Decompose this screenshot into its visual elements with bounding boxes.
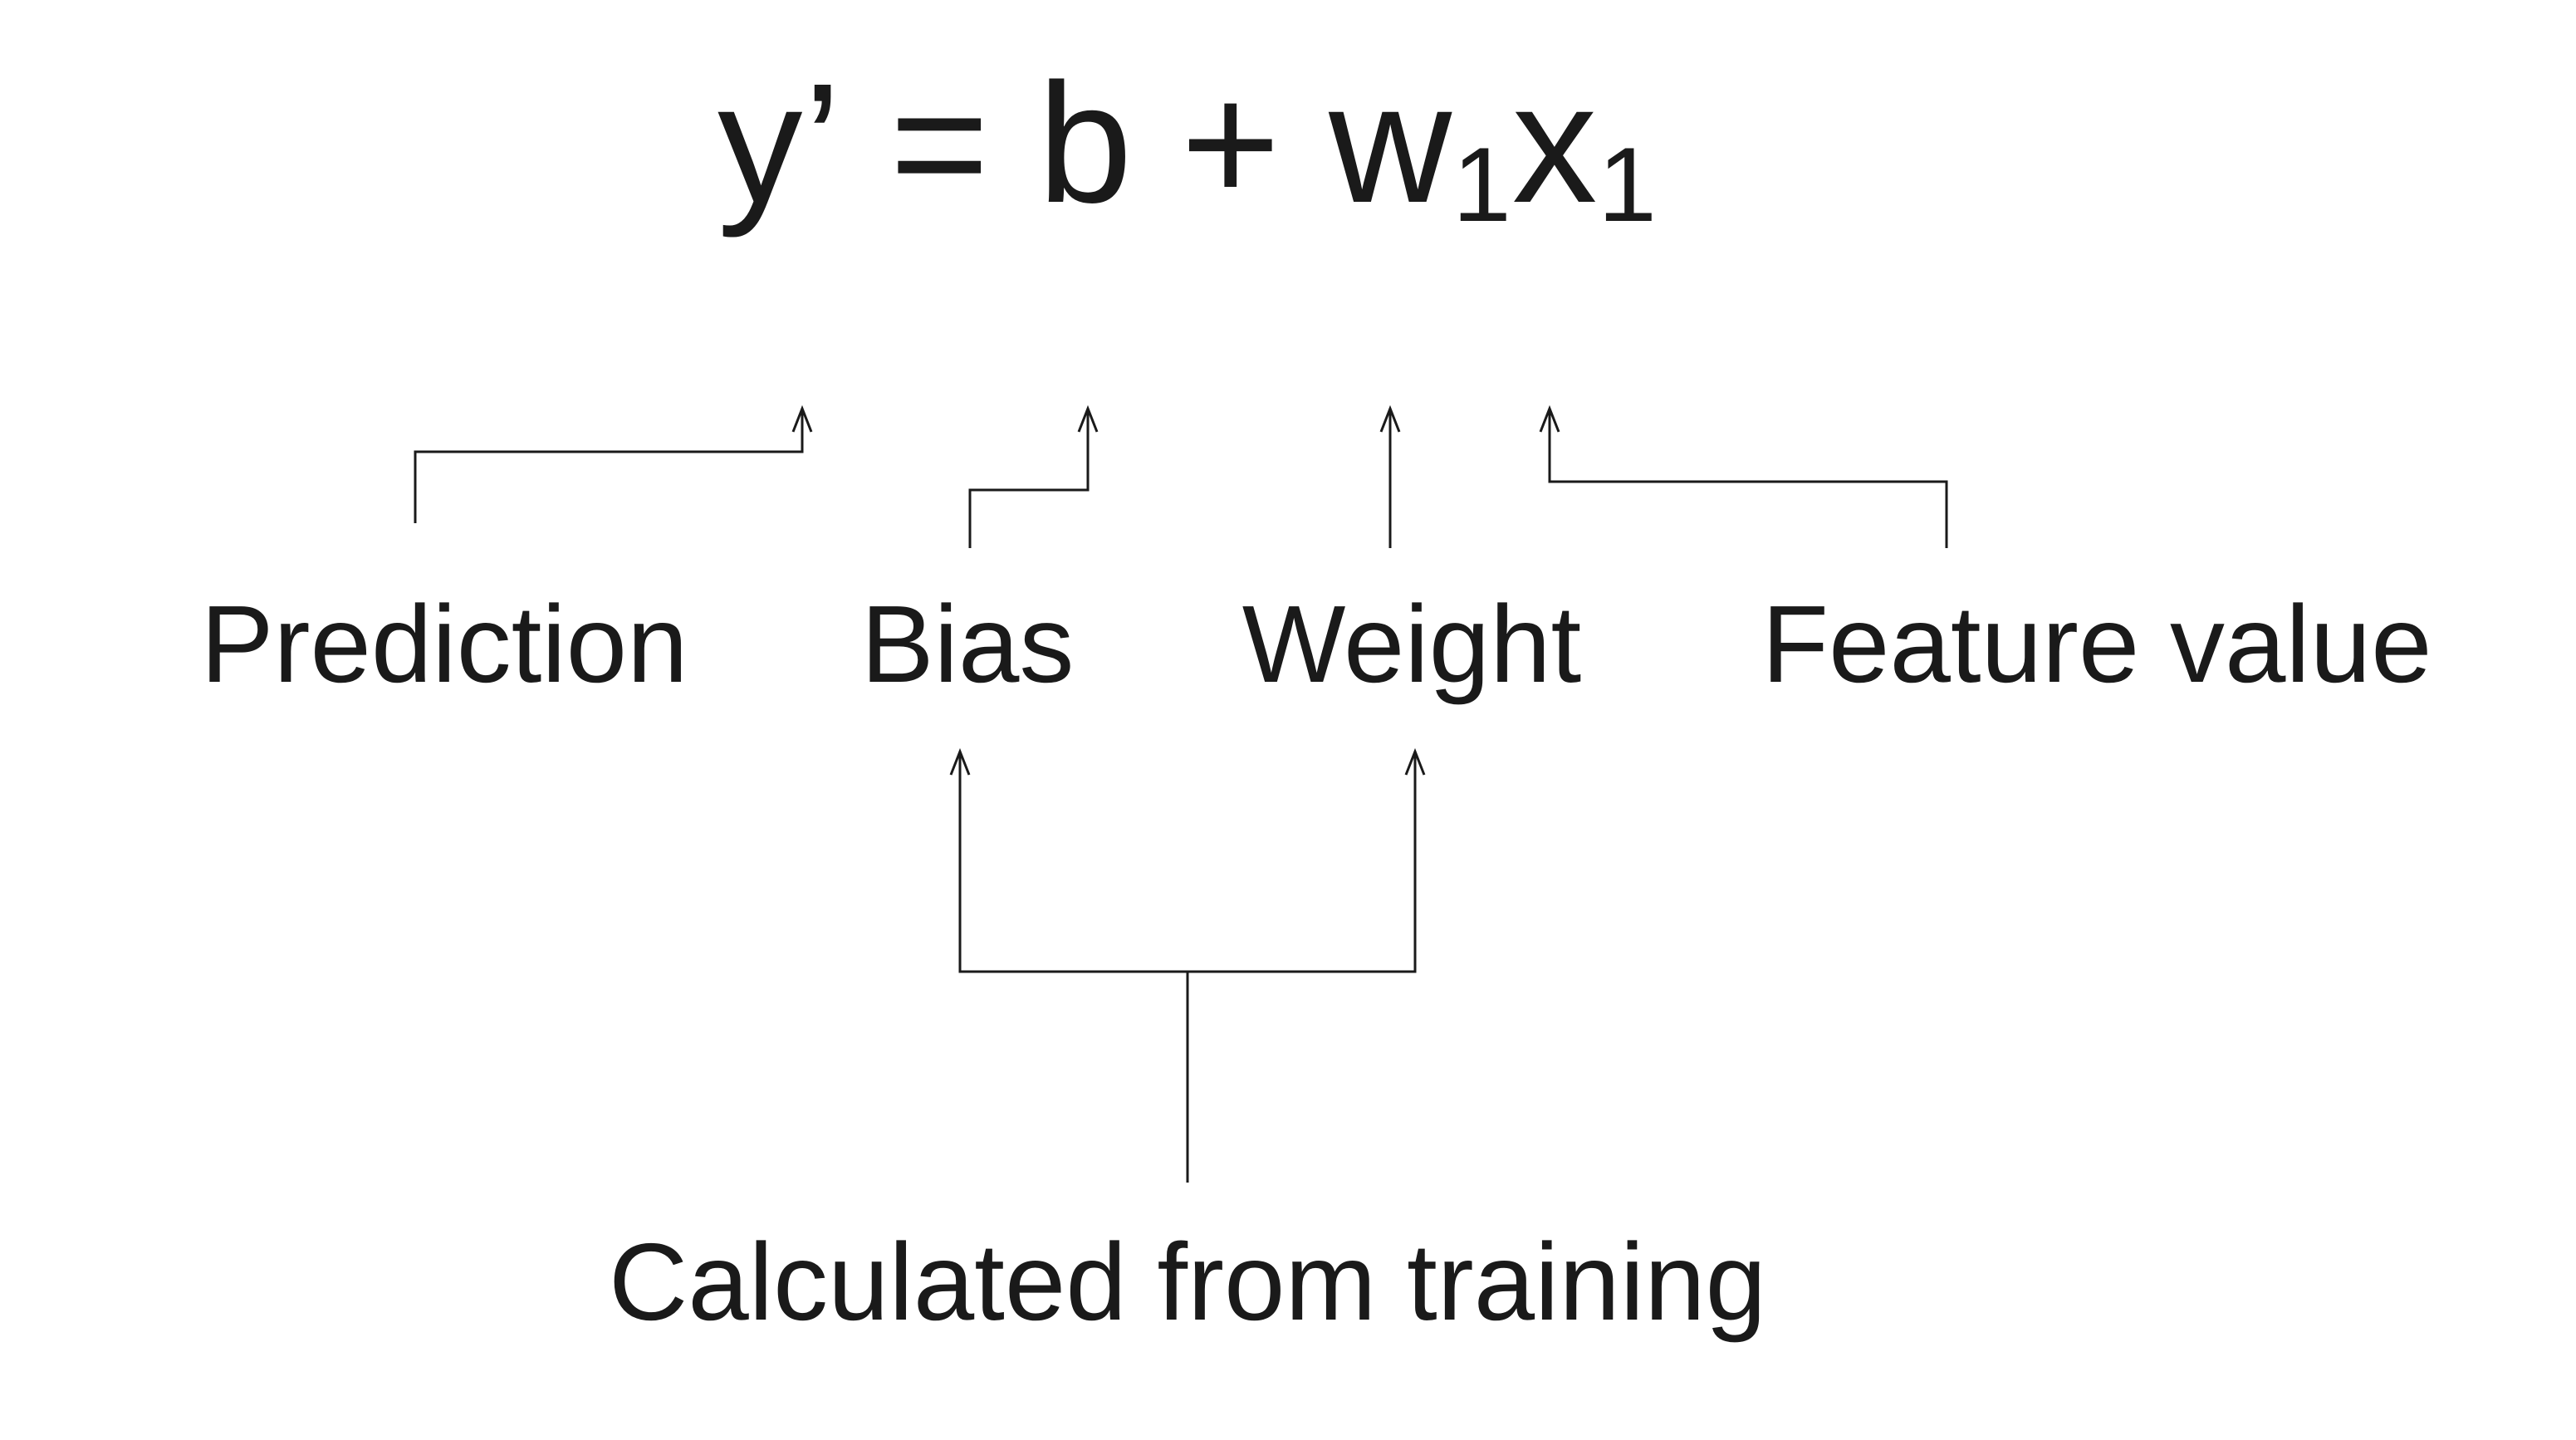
label-weight: Weight: [1241, 583, 1582, 705]
equation-bias-symbol: b: [1037, 48, 1134, 238]
connector-weight: [1379, 404, 1401, 548]
equation-plus-sign: +: [1180, 48, 1281, 238]
arrowhead-training-right-icon: [1404, 747, 1426, 776]
arrowhead-weight-icon: [1379, 404, 1401, 433]
equation-equals-sign: =: [889, 48, 991, 238]
equation-weight-subscript: 1: [1452, 125, 1512, 243]
label-bias: Bias: [860, 583, 1075, 705]
equation-feature-symbol: x1: [1512, 48, 1658, 238]
arrowhead-prediction-icon: [791, 404, 813, 433]
equation-feature-base: x: [1511, 48, 1599, 238]
arrowhead-training-left-icon: [949, 747, 971, 776]
label-calculated-from-training: Calculated from training: [609, 1221, 1766, 1343]
arrowhead-bias-icon: [1077, 404, 1099, 433]
label-prediction: Prediction: [200, 583, 688, 705]
equation-weight-symbol: w1: [1329, 48, 1512, 238]
connector-feature-value: [1539, 404, 1948, 548]
connector-bias: [968, 404, 1099, 548]
equation: y’=b+w1x1: [0, 46, 2375, 242]
connector-prediction: [414, 404, 813, 523]
equation-prediction-symbol: y’: [717, 48, 843, 238]
equation-feature-subscript: 1: [1598, 125, 1658, 243]
label-feature-value: Feature value: [1761, 583, 2432, 705]
arrowhead-feature-icon: [1539, 404, 1560, 433]
connector-training-bracket: [949, 747, 1426, 1183]
equation-weight-base: w: [1329, 48, 1453, 238]
